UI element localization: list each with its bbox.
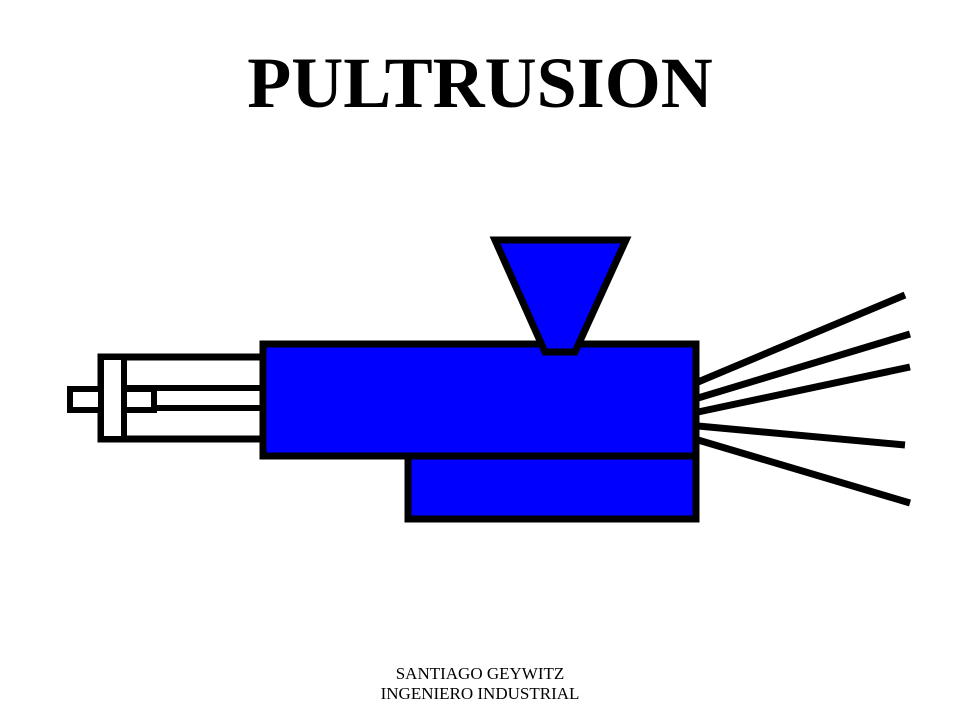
handle-center [104,392,121,407]
fiber-4 [697,422,906,449]
fiber-1 [696,291,907,386]
fiber-2 [696,330,912,402]
footer: SANTIAGO GEYWITZ INGENIERO INDUSTRIAL [0,664,960,704]
fiber-5 [697,436,911,507]
resin-hopper [489,236,632,356]
footer-author: SANTIAGO GEYWITZ [395,664,565,683]
main-barrel [259,340,700,460]
slide-title: PULTRUSION [247,43,713,123]
fiber-3 [697,363,911,416]
die-block [404,448,700,523]
footer-role: INGENIERO INDUSTRIAL [380,684,580,703]
